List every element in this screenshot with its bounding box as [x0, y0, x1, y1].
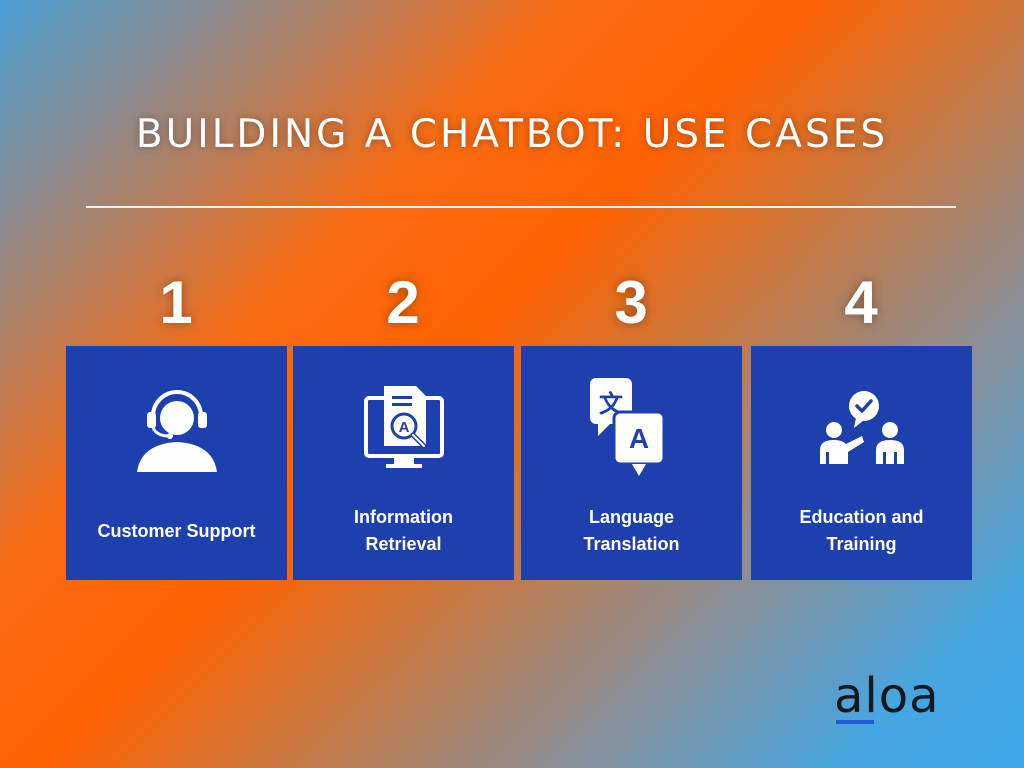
use-case-number-1: 1 [159, 269, 193, 336]
use-case-label: Customer Support [97, 520, 256, 541]
use-case-label: Language Translation [583, 507, 680, 554]
use-case-card-information-retrieval: A Information Retrieval [293, 346, 514, 580]
document-search-icon: A [354, 376, 454, 476]
use-case-number-3: 3 [614, 269, 648, 336]
svg-text:A: A [398, 419, 409, 436]
use-case-number-2: 2 [386, 269, 420, 336]
translate-icon: 文 A [582, 376, 682, 476]
headset-agent-icon [127, 376, 227, 476]
page-title: BUILDING A CHATBOT: USE CASES [135, 112, 889, 157]
teaching-people-icon [812, 376, 912, 476]
svg-text:A: A [628, 423, 648, 454]
use-case-label: Information Retrieval [354, 507, 453, 554]
use-case-card-language-translation: 文 A Language Translation [521, 346, 742, 580]
brand-name: aloa [834, 668, 940, 724]
use-case-label: Education and Training [799, 507, 924, 554]
use-case-card-customer-support: Customer Support [66, 346, 287, 580]
use-case-card-education-training: Education and Training [751, 346, 972, 580]
aloa-logo: aloa [834, 672, 968, 728]
title-divider [86, 206, 956, 208]
use-case-number-4: 4 [844, 269, 878, 336]
logo-underline [836, 720, 874, 724]
